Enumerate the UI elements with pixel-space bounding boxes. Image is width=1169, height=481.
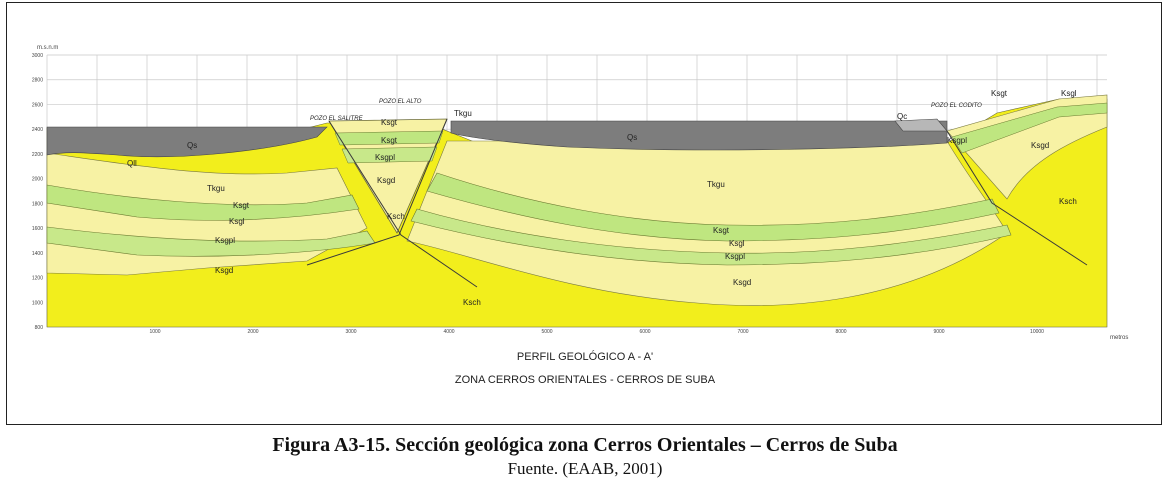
x-axis-unit: metros (1110, 335, 1128, 341)
y-tick-label: 800 (35, 325, 44, 331)
x-tick-label: 3000 (345, 329, 356, 335)
figure-caption: Figura A3-15. Sección geológica zona Cer… (272, 434, 898, 456)
fault-right (306, 118, 448, 266)
unit-label: Tkgu (707, 180, 725, 189)
y-tick-label: 1800 (32, 201, 43, 207)
graben-ksgt (334, 130, 444, 146)
y-tick-label: 2200 (32, 152, 43, 158)
unit-label: Ksgl (729, 239, 745, 248)
unit-label: Ksgd (377, 176, 395, 185)
y-tick-label: 3000 (32, 53, 43, 59)
figure-source: Fuente. (EAAB, 2001) (507, 459, 663, 478)
fault-east (946, 130, 1088, 266)
x-axis-ticks: 1000 2000 3000 4000 5000 6000 7000 8000 9000 1000… (149, 329, 1044, 335)
x-tick-label: 5000 (541, 329, 552, 335)
y-tick-label: 1600 (32, 226, 43, 232)
unit-label: Ksgt (233, 201, 250, 210)
quaternary-central (450, 120, 948, 151)
unit-label: Qc (897, 112, 907, 121)
unit-label: Tkgu (207, 184, 225, 193)
left-ksgt-band (46, 184, 360, 221)
graben-ksgl (341, 146, 438, 164)
geologic-section-diagram: 3000 2800 2600 2400 2200 2000 1800 1600 1400 1200… (32, 45, 1128, 386)
y-tick-label: 2800 (32, 78, 43, 84)
central-ksgpl-band (410, 208, 1012, 266)
unit-label: Ksch (387, 212, 405, 221)
left-ksgpl-band (46, 226, 376, 257)
profile-subtitle: ZONA CERROS ORIENTALES - CERROS DE SUBA (455, 374, 716, 386)
unit-label: Ksgpl (947, 136, 967, 145)
x-tick-label: 9000 (933, 329, 944, 335)
x-tick-label: 2000 (247, 329, 258, 335)
unit-label: Ksgt (381, 136, 398, 145)
central-ksgt-band (426, 172, 1000, 242)
strata (46, 94, 1108, 328)
unit-label: Ksgt (713, 226, 730, 235)
unit-label: Ksgd (733, 278, 751, 287)
well-label-salitre: POZO EL SALITRE (310, 116, 364, 122)
quaternary-left (46, 126, 328, 158)
y-tick-label: 1200 (32, 276, 43, 282)
profile-title: PERFIL GEOLÓGICO A - A' (517, 350, 653, 363)
well-label-alto: POZO EL ALTO (379, 99, 422, 105)
unit-label: Qs (627, 133, 637, 142)
y-tick-label: 2600 (32, 102, 43, 108)
right-block (946, 94, 1108, 200)
unit-label: Ksgpl (375, 153, 395, 162)
y-tick-label: 2400 (32, 127, 43, 133)
unit-label: Tkgu (454, 109, 472, 118)
x-tick-label: 1000 (149, 329, 160, 335)
x-tick-label: 10000 (1030, 329, 1044, 335)
unit-label: Ksgd (215, 266, 233, 275)
unit-labels: Qs Qll Tkgu Ksgt Ksgl Ksgpl Ksgd Ksgt Ks… (127, 89, 1077, 307)
y-axis-ticks: 3000 2800 2600 2400 2200 2000 1800 1600 1400 1200… (32, 53, 43, 331)
unit-label: Ksgt (991, 89, 1008, 98)
unit-label: Ksch (1059, 197, 1077, 206)
unit-label: Ksgd (1031, 141, 1049, 150)
x-tick-label: 7000 (737, 329, 748, 335)
x-tick-label: 6000 (639, 329, 650, 335)
y-tick-label: 1400 (32, 251, 43, 257)
unit-label: Qs (187, 141, 197, 150)
unit-label: Ksgpl (215, 236, 235, 245)
x-tick-label: 4000 (443, 329, 454, 335)
unit-label: Ksgl (229, 217, 245, 226)
geologic-section-panel: 3000 2800 2600 2400 2200 2000 1800 1600 1400 1200… (6, 2, 1162, 425)
well-label-codito: POZO EL CODITO (931, 103, 982, 109)
y-tick-label: 1000 (32, 300, 43, 306)
y-axis-unit: m.s.n.m (37, 45, 58, 51)
figure-frame: 3000 2800 2600 2400 2200 2000 1800 1600 1400 1200… (6, 2, 1164, 478)
unit-label: Ksch (463, 298, 481, 307)
unit-label: Ksgpl (725, 252, 745, 261)
unit-label: Qll (127, 159, 137, 168)
x-tick-label: 8000 (835, 329, 846, 335)
unit-label: Ksgt (381, 118, 398, 127)
unit-label: Ksgl (1061, 89, 1077, 98)
right-ksgt-band (951, 102, 1108, 154)
y-tick-label: 2000 (32, 177, 43, 183)
fault-left (328, 120, 478, 288)
